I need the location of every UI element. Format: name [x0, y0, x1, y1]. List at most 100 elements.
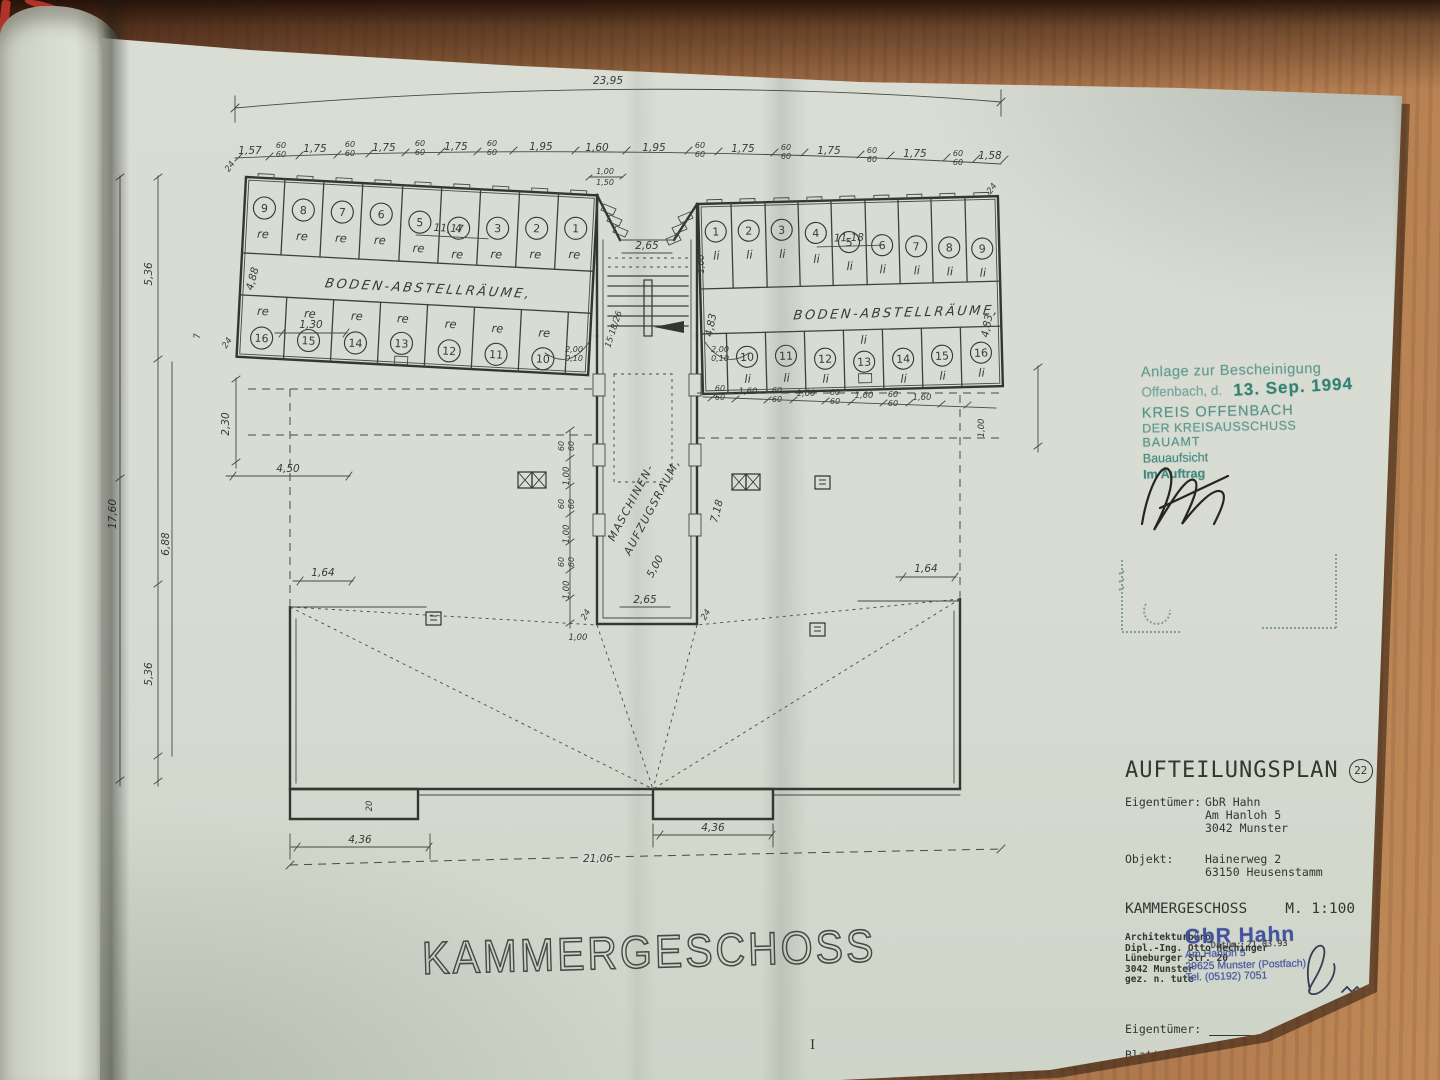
- lower-building: 1,64 1,64 20: [290, 472, 960, 819]
- svg-text:1,75: 1,75: [444, 141, 468, 153]
- dim-chain-bottom: 4,36 4,36 21,06: [286, 822, 1005, 869]
- svg-text:11,18: 11,18: [834, 232, 865, 245]
- svg-text:11,17: 11,17: [433, 222, 464, 236]
- svg-text:1,75: 1,75: [731, 143, 755, 155]
- storage-cell: 5 re: [407, 211, 431, 256]
- svg-text:60: 60: [276, 141, 286, 150]
- svg-text:60: 60: [953, 158, 963, 167]
- architect-block: Architekturbüro Dipl.-Ing. Otto Hechinge…: [1125, 932, 1402, 986]
- storage-cell: 1 re: [563, 217, 587, 262]
- eave-dashed-lines: [248, 389, 999, 605]
- svg-text:5: 5: [416, 216, 424, 229]
- svg-text:re: re: [538, 326, 551, 341]
- storage-cell: 3li: [771, 219, 793, 261]
- stair-note: 15·18/26: [603, 309, 624, 349]
- storage-cell: 9re: [252, 196, 276, 241]
- svg-text:4,83: 4,83: [979, 313, 995, 338]
- svg-text:2,65: 2,65: [635, 240, 659, 252]
- svg-text:15: 15: [935, 349, 949, 362]
- svg-text:2: 2: [533, 222, 541, 235]
- corridor-label-right: BODEN-ABSTELLRÄUME,: [793, 302, 1002, 323]
- svg-text:1,60: 1,60: [739, 387, 758, 397]
- svg-text:7,18: 7,18: [708, 498, 726, 524]
- svg-text:1,50: 1,50: [596, 178, 614, 187]
- storage-cell: 4re: [446, 217, 470, 262]
- svg-text:re: re: [351, 309, 364, 324]
- svg-text:li: li: [846, 259, 854, 273]
- object-value: Hainerweg 2 63150 Heusenstamm: [1205, 853, 1323, 879]
- svg-text:1,75: 1,75: [303, 143, 327, 155]
- storage-cell: 4 li: [805, 222, 827, 266]
- svg-text:16: 16: [254, 332, 269, 346]
- svg-text:1,60: 1,60: [855, 391, 874, 401]
- svg-text:li: li: [813, 252, 821, 266]
- svg-text:1,95: 1,95: [642, 142, 666, 154]
- svg-text:re: re: [412, 241, 425, 256]
- svg-text:14: 14: [896, 353, 910, 366]
- svg-text:14: 14: [348, 337, 363, 351]
- object-city: 63150 Heusenstamm: [1205, 865, 1323, 879]
- svg-text:li: li: [879, 262, 887, 276]
- svg-text:re: re: [568, 247, 581, 262]
- svg-text:60: 60: [781, 152, 791, 161]
- svg-text:60: 60: [830, 397, 840, 406]
- svg-text:2: 2: [745, 225, 752, 238]
- svg-text:60: 60: [830, 388, 840, 397]
- svg-text:60: 60: [772, 386, 782, 395]
- right-wing: 1li 2li 3li 4li 5li 6li 7li 8li 9li 10li…: [698, 192, 1003, 394]
- storage-cell: 7re: [330, 201, 354, 245]
- stamp-line: Anlage zur Bescheinigung: [1140, 360, 1322, 381]
- svg-text:24: 24: [220, 336, 234, 351]
- svg-text:re: re: [451, 247, 464, 262]
- svg-text:li: li: [713, 248, 721, 262]
- svg-text:60: 60: [557, 557, 566, 567]
- svg-text:1,00: 1,00: [977, 419, 987, 438]
- dim-total-top: 23,95: [231, 73, 1005, 122]
- svg-text:60: 60: [345, 140, 355, 149]
- svg-text:re: re: [444, 317, 457, 332]
- svg-text:4: 4: [812, 227, 819, 240]
- svg-text:15: 15: [301, 334, 316, 348]
- svg-text:3: 3: [778, 224, 785, 237]
- owner-label: Eigentümer:: [1125, 795, 1202, 809]
- storage-cell: 8li: [938, 237, 960, 279]
- svg-text:60: 60: [953, 149, 963, 158]
- inspector-signature: [1140, 467, 1230, 531]
- svg-text:9: 9: [979, 242, 986, 255]
- svg-text:li: li: [913, 263, 921, 277]
- svg-text:li: li: [783, 371, 791, 385]
- svg-text:13: 13: [857, 356, 871, 369]
- svg-text:1: 1: [712, 225, 719, 238]
- svg-text:16: 16: [974, 346, 988, 359]
- svg-text:24: 24: [579, 608, 593, 622]
- svg-text:1: 1: [572, 222, 580, 235]
- svg-text:1,64: 1,64: [914, 563, 937, 575]
- architect-line: Architekturbüro: [1125, 932, 1211, 943]
- svg-text:17,60: 17,60: [108, 499, 119, 529]
- storage-cell: re 14: [344, 309, 368, 354]
- svg-text:re: re: [491, 321, 504, 336]
- svg-text:1,75: 1,75: [817, 145, 841, 157]
- svg-text:60: 60: [695, 141, 705, 150]
- svg-text:1,00: 1,00: [596, 167, 614, 176]
- svg-text:24: 24: [223, 160, 237, 175]
- machine-room: MASCHINEN- AUFZUGSRAUM, 5,00 2,65 7,18 6…: [557, 336, 726, 643]
- storage-cell: 14 li: [892, 348, 914, 386]
- svg-text:0,10: 0,10: [711, 354, 729, 363]
- svg-text:1,95: 1,95: [529, 141, 553, 153]
- svg-text:1,64: 1,64: [311, 567, 334, 579]
- svg-text:li: li: [900, 372, 908, 386]
- corridor-label-left: BODEN-ABSTELLRÄUME,: [324, 275, 534, 302]
- svg-text:1,00: 1,00: [562, 525, 572, 544]
- svg-text:re: re: [257, 227, 270, 242]
- storage-cell: 6re: [369, 203, 393, 247]
- architect-line: Lüneburger Str. 20: [1125, 953, 1228, 964]
- svg-text:60: 60: [415, 148, 425, 157]
